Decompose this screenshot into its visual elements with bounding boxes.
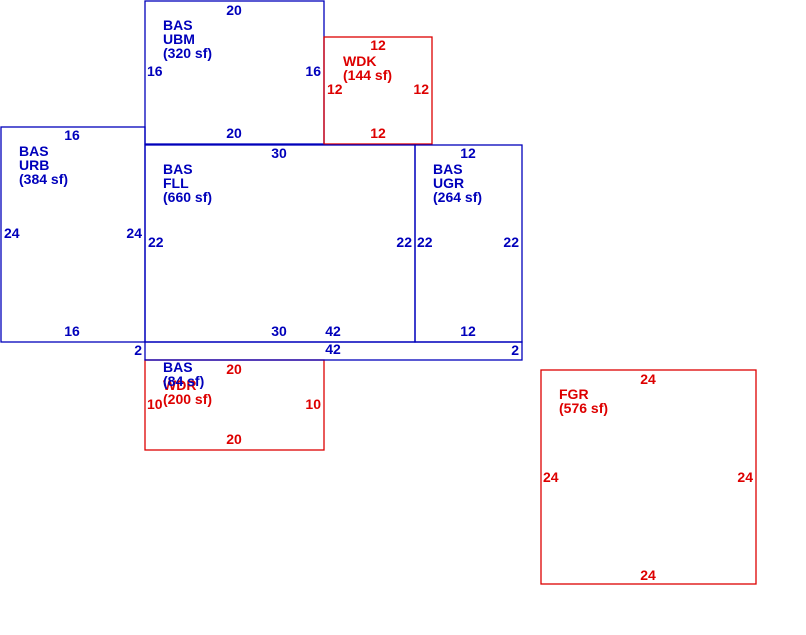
dim-wdr-right: 10 — [305, 396, 321, 412]
dim-fll-right: 22 — [396, 234, 412, 250]
dim-urb-top: 16 — [64, 127, 80, 143]
area-urb[interactable]: BAS URB (384 sf) 16 24 24 16 — [0, 126, 146, 343]
dim-urb-right: 24 — [126, 225, 142, 241]
area-ugr-name: UGR — [433, 175, 464, 191]
dim-fll-bottom-total: 42 — [325, 323, 341, 339]
dim-fgr-right: 24 — [737, 469, 753, 485]
area-wdr-name: WDR — [163, 377, 196, 393]
dim-ugr-left: 22 — [417, 234, 433, 250]
area-fgr-name: FGR — [559, 386, 589, 402]
dim-ugr-right: 22 — [503, 234, 519, 250]
area-wdk-outline — [323, 36, 433, 145]
area-ubm-code: BAS — [163, 17, 193, 33]
area-ugr[interactable]: BAS UGR (264 sf) 12 22 22 12 — [414, 144, 523, 343]
area-ugr-size: (264 sf) — [433, 189, 482, 205]
dim-wdr-top: 20 — [226, 361, 242, 377]
dim-wdr-left: 10 — [147, 396, 163, 412]
dim-fll-bottom: 30 — [271, 323, 287, 339]
dim-wdk-right: 12 — [413, 81, 429, 97]
dim-urb-left: 24 — [4, 225, 20, 241]
area-strip-code: BAS — [163, 359, 193, 375]
area-fgr-size: (576 sf) — [559, 400, 608, 416]
area-ugr-code: BAS — [433, 161, 463, 177]
area-urb-size: (384 sf) — [19, 171, 68, 187]
dim-ubm-top: 20 — [226, 2, 242, 18]
area-urb-code: BAS — [19, 143, 49, 159]
area-ubm-name: UBM — [163, 31, 195, 47]
area-wdk-size: (144 sf) — [343, 67, 392, 83]
dim-fll-left: 22 — [148, 234, 164, 250]
area-wdk[interactable]: WDK (144 sf) 12 12 12 12 — [323, 36, 433, 145]
dim-fgr-top: 24 — [640, 371, 656, 387]
dim-wdk-left: 12 — [327, 81, 343, 97]
area-strip[interactable]: BAS (84 sf) 42 2 2 — [134, 341, 523, 389]
dim-wdk-bottom: 12 — [370, 125, 386, 141]
dim-wdr-bottom: 20 — [226, 431, 242, 447]
dim-ubm-right: 16 — [305, 63, 321, 79]
dim-fgr-bottom: 24 — [640, 567, 656, 583]
area-fll-size: (660 sf) — [163, 189, 212, 205]
area-wdr-size: (200 sf) — [163, 391, 212, 407]
dim-ugr-bottom: 12 — [460, 323, 476, 339]
dim-fgr-left: 24 — [543, 469, 559, 485]
dim-ubm-left: 16 — [147, 63, 163, 79]
area-fgr[interactable]: FGR (576 sf) 24 24 24 24 — [540, 369, 757, 585]
area-fll-name: FLL — [163, 175, 189, 191]
dim-strip-left: 2 — [134, 342, 142, 358]
dim-strip-right: 2 — [511, 342, 519, 358]
dim-ubm-bottom: 20 — [226, 125, 242, 141]
area-strip-size: (84 sf) — [163, 373, 204, 389]
area-strip-outline — [144, 341, 523, 361]
area-fll[interactable]: BAS FLL (660 sf) 30 22 22 30 42 — [144, 144, 416, 343]
area-ubm-size: (320 sf) — [163, 45, 212, 61]
area-wdk-name: WDK — [343, 53, 376, 69]
dim-fll-top: 30 — [271, 145, 287, 161]
area-fll-code: BAS — [163, 161, 193, 177]
area-fgr-outline — [540, 369, 757, 585]
dim-strip-length: 42 — [325, 341, 341, 357]
dim-wdk-top: 12 — [370, 37, 386, 53]
area-wdr[interactable]: WDR (200 sf) 20 10 10 20 — [144, 359, 325, 451]
dim-ugr-top: 12 — [460, 145, 476, 161]
area-urb-name: URB — [19, 157, 49, 173]
area-ubm[interactable]: BAS UBM (320 sf) 20 16 16 20 — [144, 0, 325, 145]
dim-urb-bottom: 16 — [64, 323, 80, 339]
